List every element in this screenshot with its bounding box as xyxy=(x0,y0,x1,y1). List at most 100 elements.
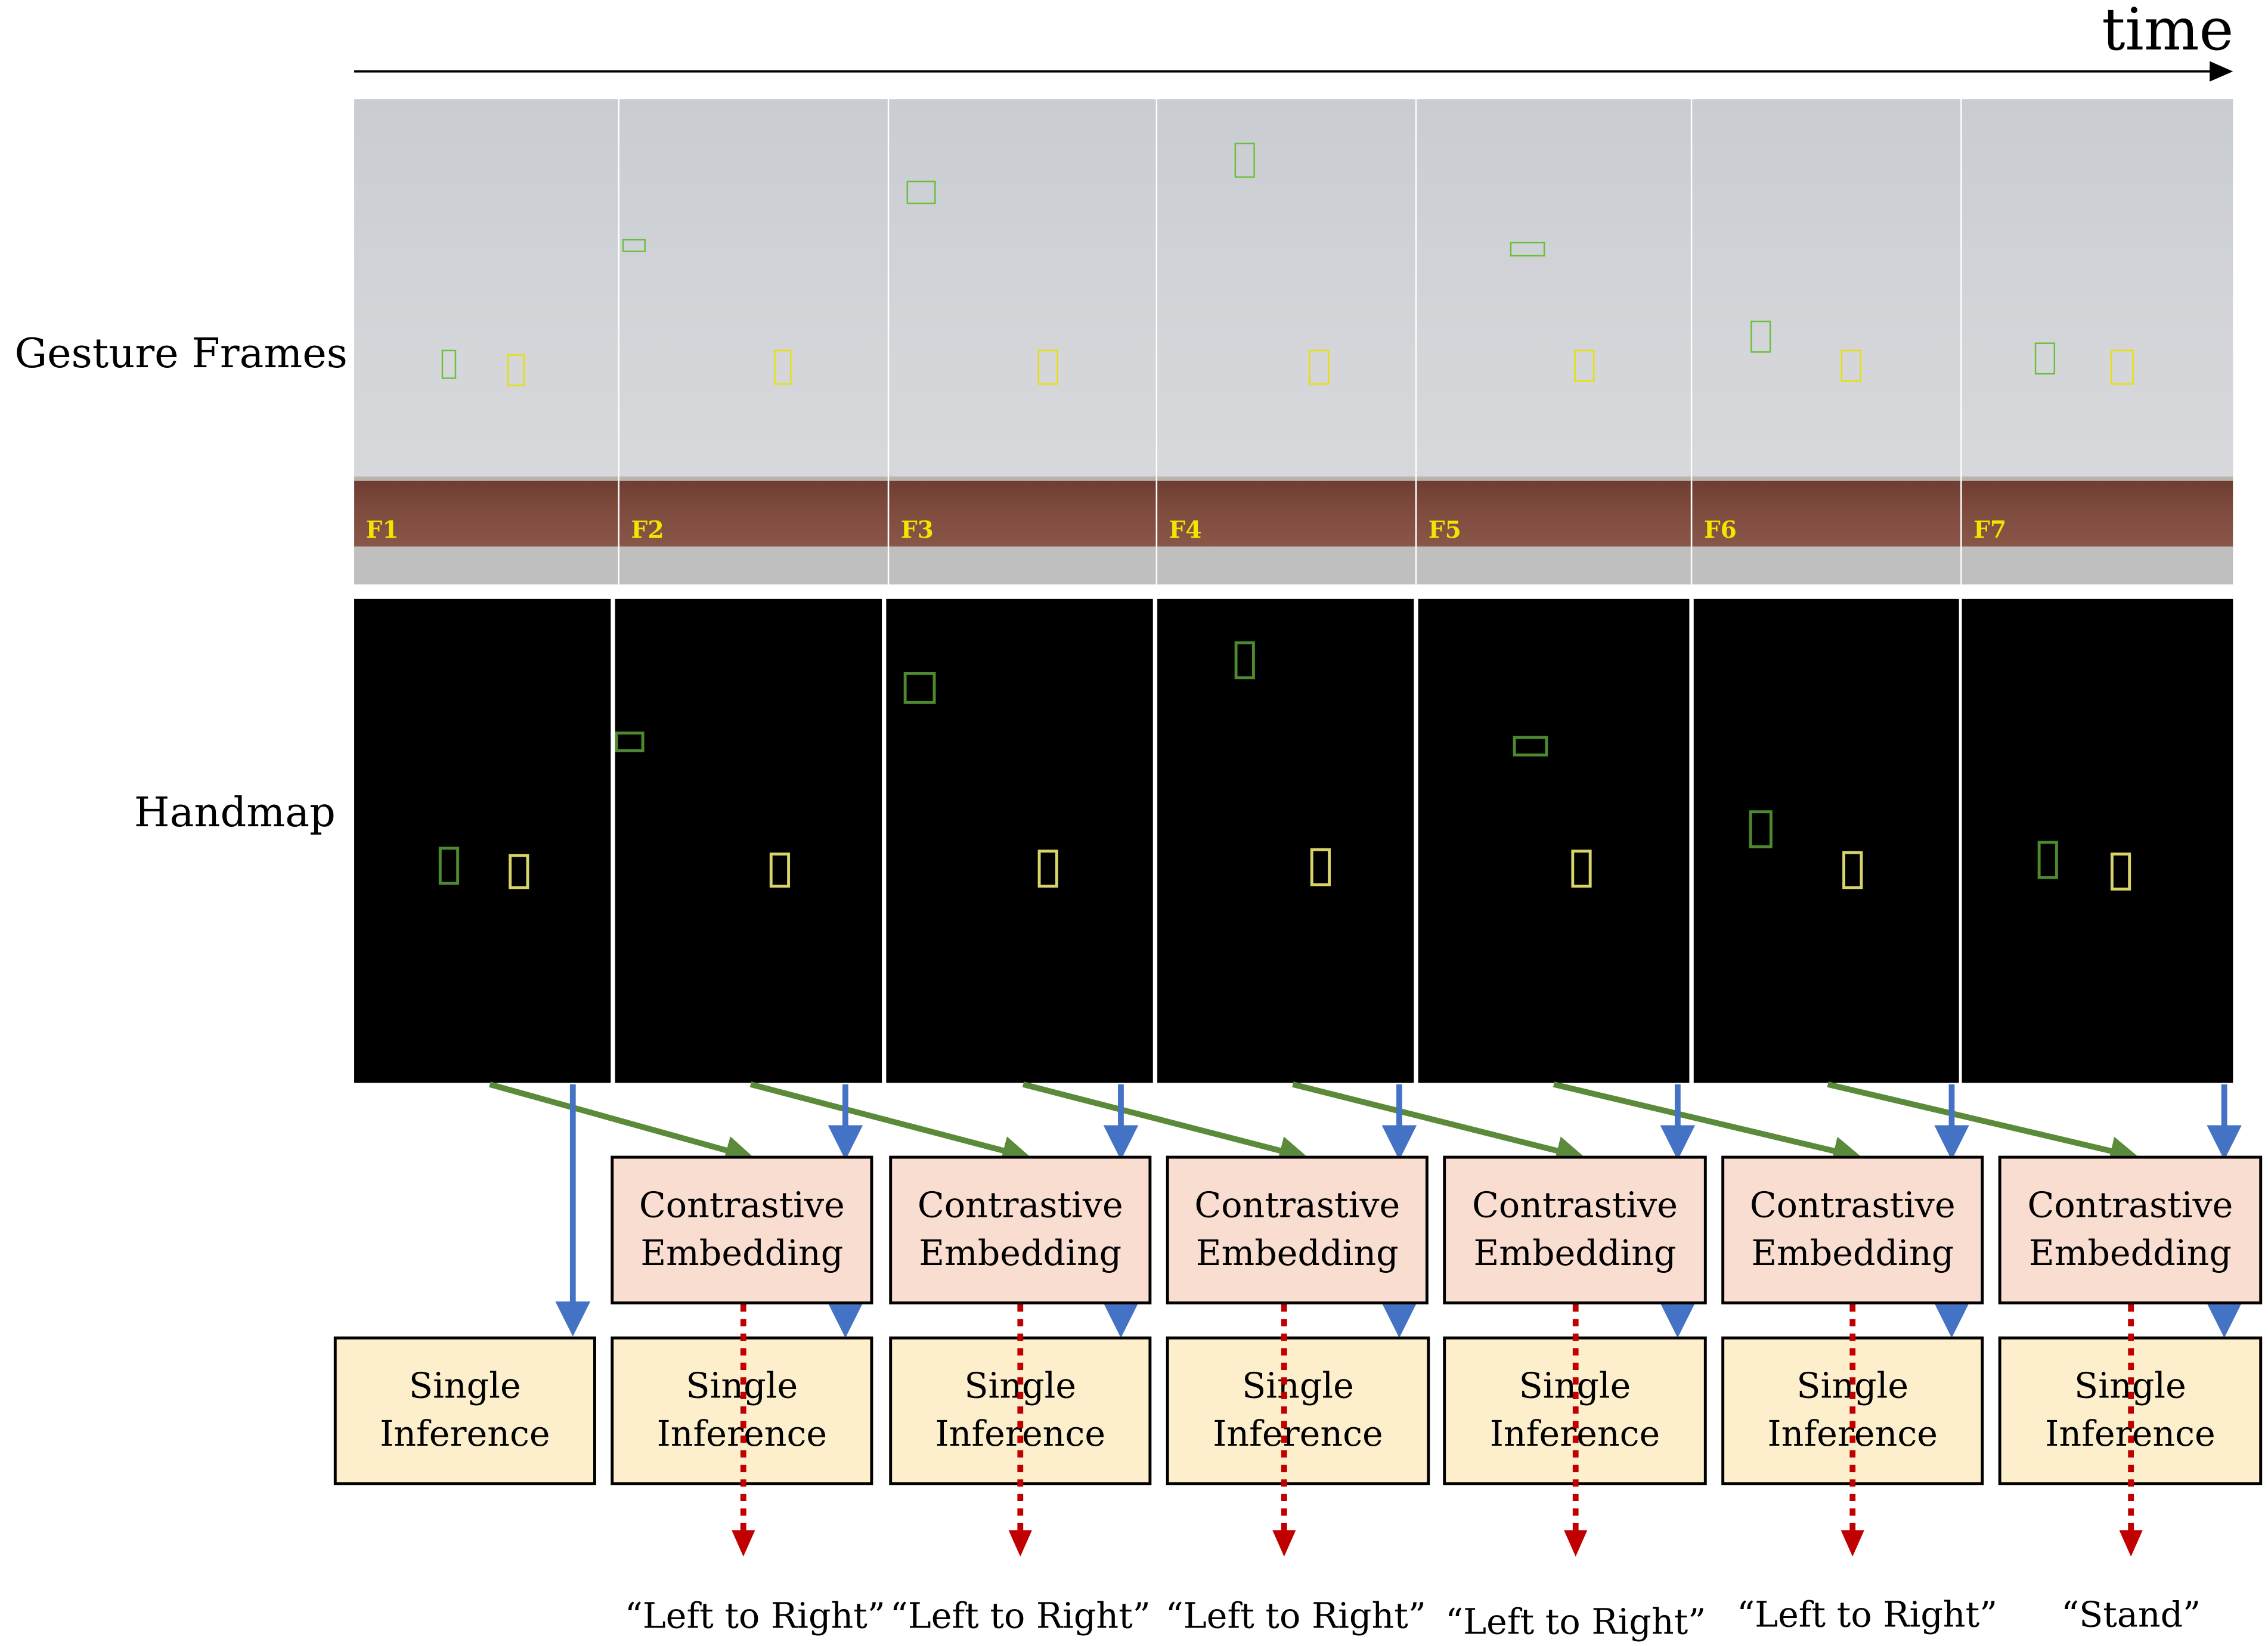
output-arrowhead-6 xyxy=(2120,1530,2143,1557)
frame-label: F7 xyxy=(1973,516,2006,543)
output-arrowhead-2 xyxy=(1009,1530,1032,1557)
single-inference-box: Single Inference xyxy=(1166,1337,1430,1485)
left-hand-box xyxy=(907,181,936,204)
single-inference-box: Single Inference xyxy=(334,1337,596,1485)
frame-label: F5 xyxy=(1429,516,1461,543)
si-line2: Inference xyxy=(1213,1411,1383,1459)
handmap-1 xyxy=(354,599,611,1083)
contrastive-embedding-box: Contrastive Embedding xyxy=(611,1156,873,1304)
handmap-6 xyxy=(1694,599,1959,1083)
output-arrowhead-1 xyxy=(732,1530,755,1557)
gesture-frame-4: F4 xyxy=(1157,99,1415,584)
frame-label: F4 xyxy=(1169,516,1202,543)
left-hand-box xyxy=(1750,321,1771,353)
temporal-arrow-4 xyxy=(1293,1084,1571,1154)
temporal-arrow-5 xyxy=(1554,1084,1848,1154)
ce-line1: Contrastive xyxy=(1750,1182,1956,1230)
si-line1: Single xyxy=(1796,1363,1908,1411)
left-hand-marker xyxy=(904,672,936,704)
output-label: “Left to Right” xyxy=(1445,1602,1706,1642)
right-hand-marker xyxy=(509,854,529,889)
contrastive-embedding-box: Contrastive Embedding xyxy=(1443,1156,1706,1304)
right-hand-box xyxy=(507,354,525,386)
ce-line2: Embedding xyxy=(919,1230,1121,1278)
si-line2: Inference xyxy=(1767,1411,1938,1459)
left-hand-box xyxy=(622,239,646,252)
ce-line1: Contrastive xyxy=(1472,1182,1678,1230)
gesture-frame-6: F6 xyxy=(1692,99,1960,584)
gesture-frame-3: F3 xyxy=(889,99,1155,584)
ce-line1: Contrastive xyxy=(918,1182,1123,1230)
right-hand-marker xyxy=(2111,853,2131,891)
ce-line2: Embedding xyxy=(1196,1230,1399,1278)
temporal-arrow-3 xyxy=(1023,1084,1294,1154)
si-line1: Single xyxy=(686,1363,798,1411)
output-label: “Left to Right” xyxy=(890,1596,1151,1636)
si-line2: Inference xyxy=(935,1411,1106,1459)
si-line1: Single xyxy=(1519,1363,1631,1411)
ce-line2: Embedding xyxy=(640,1230,843,1278)
right-hand-marker xyxy=(1310,848,1331,886)
si-line1: Single xyxy=(1242,1363,1354,1411)
si-line2: Inference xyxy=(2045,1411,2216,1459)
right-hand-box xyxy=(1841,350,1861,382)
left-hand-marker xyxy=(1235,641,1255,680)
single-inference-box: Single Inference xyxy=(1443,1337,1706,1485)
left-hand-marker xyxy=(439,847,459,885)
gesture-frame-1: F1 xyxy=(354,99,618,584)
left-hand-box xyxy=(1235,143,1255,178)
right-hand-box xyxy=(1309,350,1329,385)
ce-line2: Embedding xyxy=(2029,1230,2232,1278)
right-hand-marker xyxy=(1571,850,1591,888)
output-label: “Left to Right” xyxy=(1166,1596,1426,1636)
output-label: “Stand” xyxy=(2061,1595,2201,1635)
ce-line1: Contrastive xyxy=(1194,1182,1400,1230)
left-hand-box xyxy=(2035,343,2055,375)
handmap-row-label: Handmap xyxy=(134,789,336,837)
time-axis-label: time xyxy=(2102,0,2233,64)
left-hand-marker xyxy=(2038,841,2058,879)
contrastive-embedding-box: Contrastive Embedding xyxy=(1166,1156,1429,1304)
frame-label: F1 xyxy=(366,516,399,543)
handmap-4 xyxy=(1157,599,1414,1083)
temporal-arrow-1 xyxy=(489,1084,740,1154)
single-inference-box: Single Inference xyxy=(1999,1337,2262,1485)
output-arrowhead-4 xyxy=(1564,1530,1587,1557)
output-label: “Left to Right” xyxy=(1737,1595,1997,1635)
output-label: “Left to Right” xyxy=(625,1596,885,1636)
right-hand-box xyxy=(774,350,791,385)
temporal-arrow-2 xyxy=(751,1084,1017,1154)
gesture-frame-7: F7 xyxy=(1962,99,2233,584)
ce-line2: Embedding xyxy=(1473,1230,1676,1278)
handmap-5 xyxy=(1418,599,1690,1083)
si-line1: Single xyxy=(409,1363,521,1411)
si-line2: Inference xyxy=(657,1411,828,1459)
contrastive-embedding-box: Contrastive Embedding xyxy=(1999,1156,2262,1304)
time-axis-arrow xyxy=(354,61,2233,82)
si-line1: Single xyxy=(2074,1363,2186,1411)
si-line2: Inference xyxy=(380,1411,550,1459)
contrastive-embedding-box: Contrastive Embedding xyxy=(889,1156,1151,1304)
gesture-frames-row-label: Gesture Frames xyxy=(14,330,347,378)
left-hand-marker xyxy=(615,731,645,752)
frame-label: F3 xyxy=(901,516,934,543)
left-hand-box xyxy=(1510,242,1545,256)
contrastive-embedding-box: Contrastive Embedding xyxy=(1721,1156,1984,1304)
left-hand-marker xyxy=(1513,736,1548,757)
gesture-frame-5: F5 xyxy=(1417,99,1691,584)
single-inference-box: Single Inference xyxy=(889,1337,1151,1485)
right-hand-marker xyxy=(1038,850,1058,888)
handmap-2 xyxy=(615,599,882,1083)
output-arrowhead-3 xyxy=(1272,1530,1296,1557)
right-hand-box xyxy=(2111,350,2134,385)
left-hand-marker xyxy=(1749,810,1773,848)
frame-label: F6 xyxy=(1704,516,1737,543)
si-line1: Single xyxy=(964,1363,1076,1411)
gesture-frame-2: F2 xyxy=(619,99,888,584)
ce-line1: Contrastive xyxy=(639,1182,845,1230)
left-hand-box xyxy=(442,350,456,379)
temporal-arrows xyxy=(489,1084,2125,1154)
right-hand-marker xyxy=(1842,851,1863,889)
si-line2: Inference xyxy=(1490,1411,1660,1459)
right-hand-box xyxy=(1038,350,1058,385)
